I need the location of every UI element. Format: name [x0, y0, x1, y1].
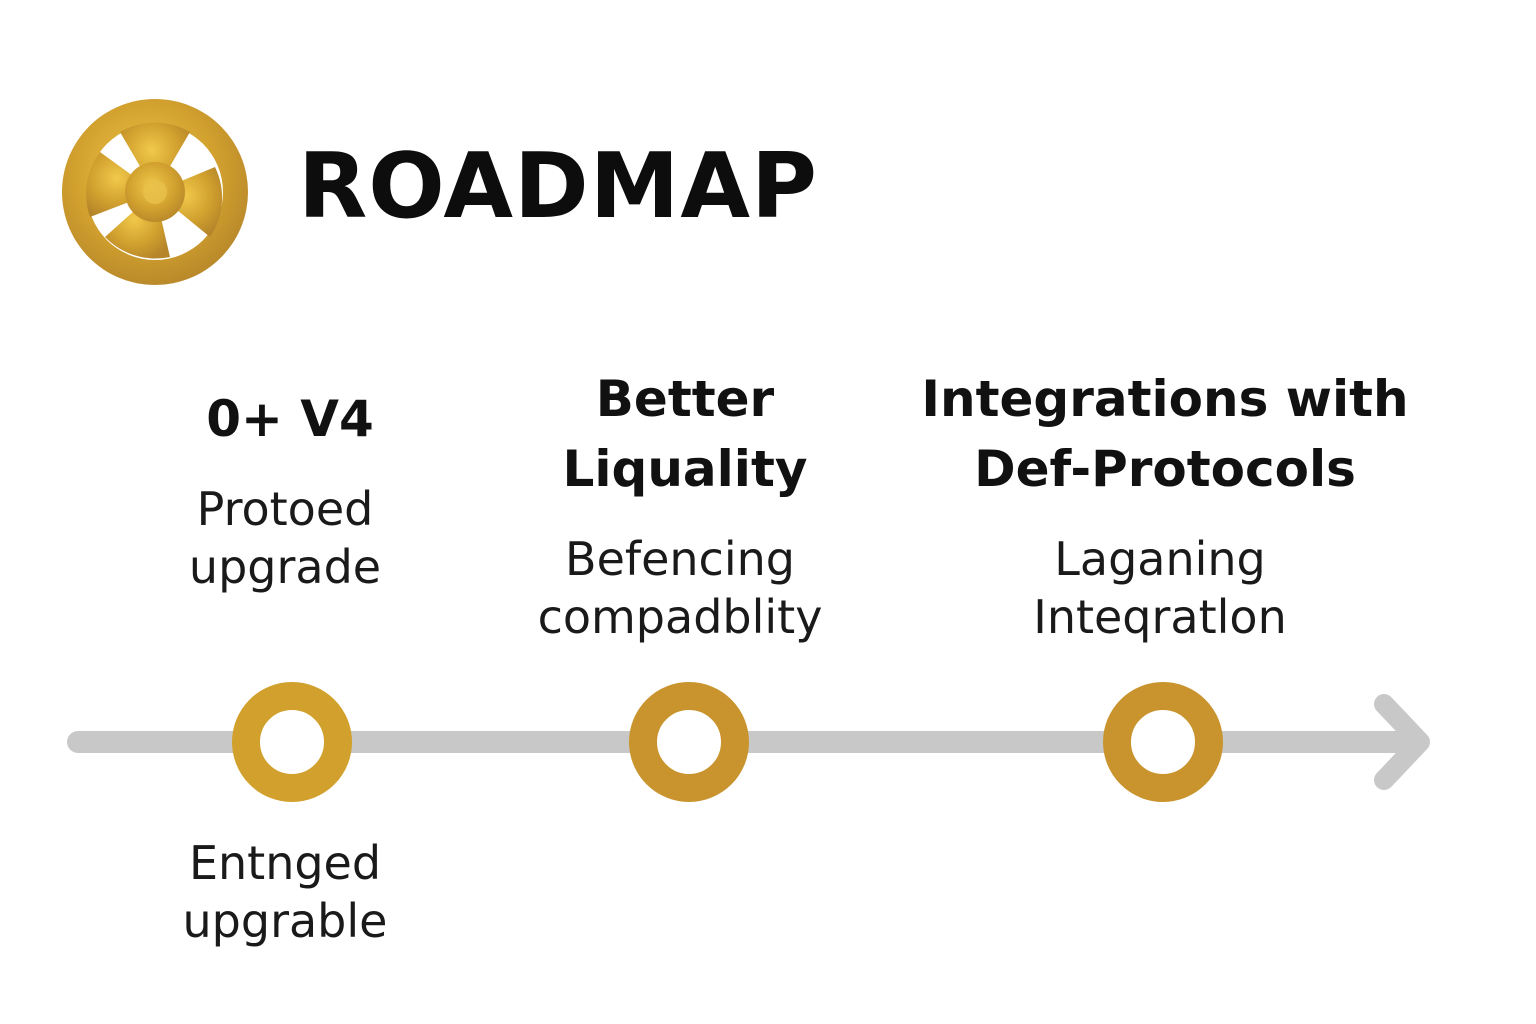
- milestone-2-marker: [629, 682, 749, 802]
- milestone-3-description: Laganing Inteqratlon: [1033, 532, 1287, 644]
- milestone-1-title: 0+ V4: [206, 390, 374, 448]
- page-title: ROADMAP: [298, 134, 818, 239]
- gold-wheel-logo-icon: [62, 99, 248, 285]
- milestone-1-sub-description: Entnged upgrable: [182, 836, 388, 948]
- milestone-2-description: Befencing compadblity: [537, 532, 823, 644]
- timeline: [67, 682, 1430, 802]
- milestone-3-marker: [1103, 682, 1223, 802]
- arrow-head-icon: [1374, 694, 1430, 790]
- milestone-2-title: Better Liquality: [562, 370, 808, 498]
- milestone-1-marker: [232, 682, 352, 802]
- milestone-3-title: Integrations with Def-Protocols: [921, 370, 1409, 498]
- milestone-1-description: Protoed upgrade: [188, 482, 382, 594]
